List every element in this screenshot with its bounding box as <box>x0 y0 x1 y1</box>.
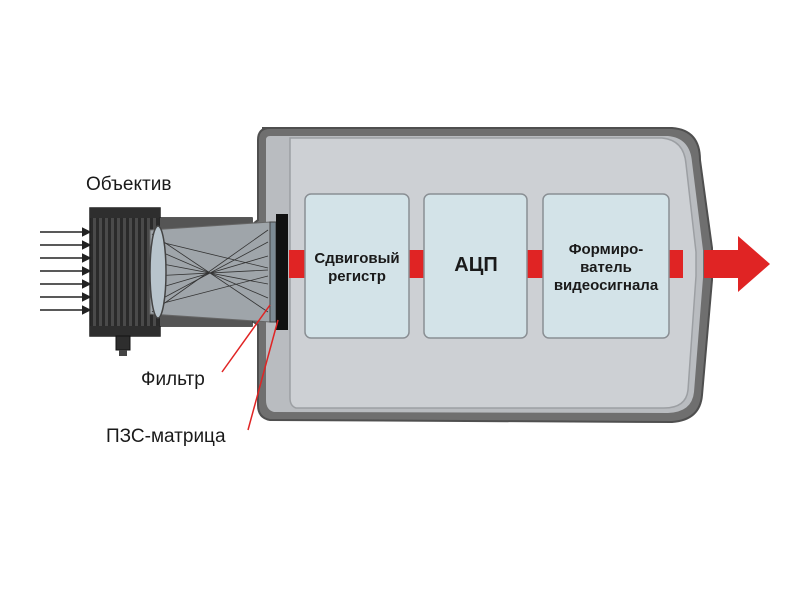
light-rays-inside-lens <box>151 229 269 313</box>
lens-connector <box>115 335 131 351</box>
incoming-light-arrows <box>40 227 92 315</box>
lens-assembly <box>89 207 271 356</box>
lens-barrel-bottom-ring <box>90 326 160 336</box>
ccd-leader-line <box>247 319 279 431</box>
optical-chamber <box>149 221 271 323</box>
output-signal-arrow <box>704 236 770 292</box>
label-ccd: ПЗС-матрица <box>106 426 226 447</box>
ccd-sensor <box>276 214 288 330</box>
block-adc-line-1: АЦП <box>454 254 497 276</box>
lens-glass-element <box>149 225 167 319</box>
signal-link-adc-to-former <box>527 250 543 278</box>
block-shift-register-line-2: регистр <box>328 268 386 285</box>
filter-plate <box>269 221 277 323</box>
lens-barrel-top-ring <box>90 208 160 218</box>
lens-connector-pin <box>119 350 127 356</box>
label-lens: Объектив <box>86 174 171 195</box>
signal-link-ccd-to-register <box>289 250 305 278</box>
signal-link-register-to-adc <box>409 250 424 278</box>
block-shift-register-line-1: Сдвиговый <box>314 250 399 267</box>
block-former-line-3: видеосигнала <box>554 277 659 294</box>
block-adc: АЦП <box>423 193 528 339</box>
block-former-line-2: ватель <box>580 259 632 276</box>
block-video-signal-former: Формиро- ватель видеосигнала <box>542 193 670 339</box>
label-filter: Фильтр <box>141 369 205 390</box>
signal-link-former-to-output <box>669 250 683 278</box>
block-former-line-1: Формиро- <box>569 241 644 258</box>
block-shift-register: Сдвиговый регистр <box>304 193 410 339</box>
filter-leader-line <box>221 304 271 373</box>
